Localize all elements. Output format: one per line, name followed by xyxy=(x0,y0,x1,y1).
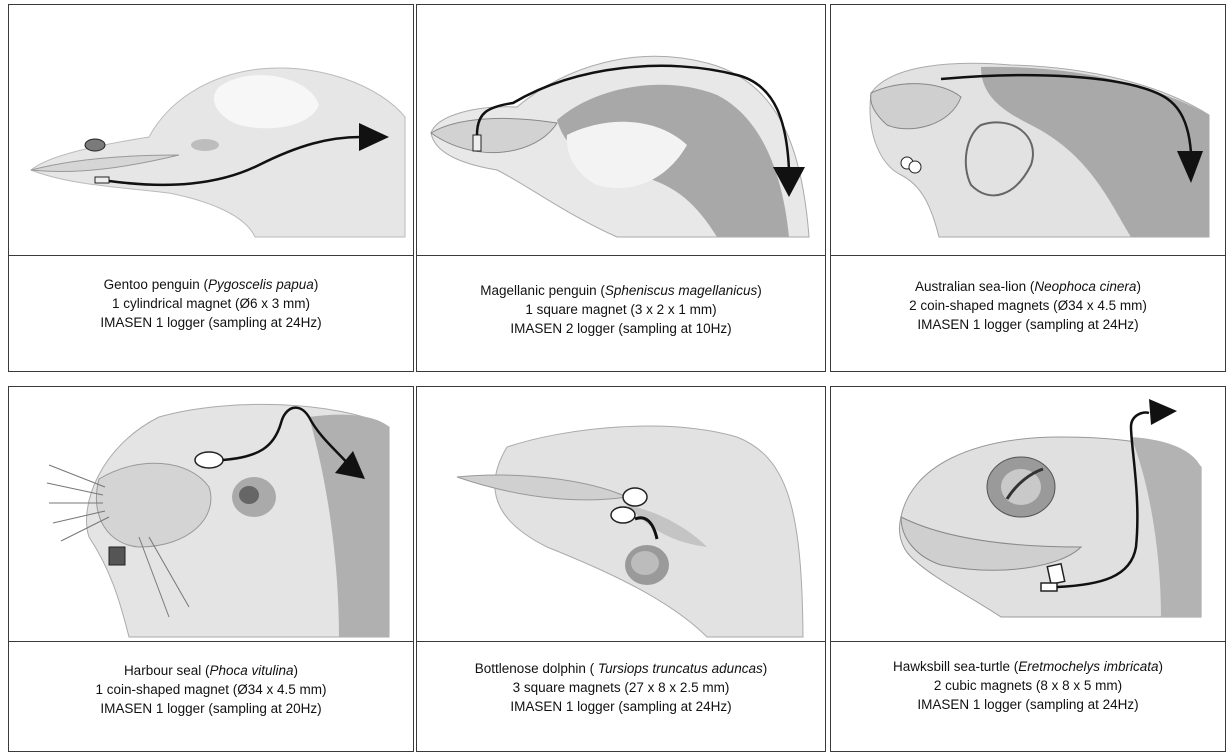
magnet-spec: 1 square magnet (3 x 2 x 1 mm) xyxy=(417,300,825,319)
magnet-spec: 1 coin-shaped magnet (Ø34 x 4.5 mm) xyxy=(9,680,413,699)
magellanic-penguin-illustration xyxy=(417,5,825,255)
logger-spec: IMASEN 1 logger (sampling at 20Hz) xyxy=(9,699,413,718)
logger-spec: IMASEN 1 logger (sampling at 24Hz) xyxy=(9,313,413,332)
panel-bottlenose-dolphin: Bottlenose dolphin ( Tursiops truncatus … xyxy=(416,386,826,752)
species-line: Hawksbill sea-turtle (Eretmochelys imbri… xyxy=(831,657,1225,676)
caption-australian-sea-lion: Australian sea-lion (Neophoca cinera) 2 … xyxy=(831,277,1225,334)
magnet-spec: 2 coin-shaped magnets (Ø34 x 4.5 mm) xyxy=(831,296,1225,315)
caption-divider xyxy=(9,255,413,256)
panel-harbour-seal: Harbour seal (Phoca vitulina) 1 coin-sha… xyxy=(8,386,414,752)
latin-name: Tursiops truncatus aduncas xyxy=(598,661,763,676)
latin-name: Eretmochelys imbricata xyxy=(1018,659,1158,674)
common-name: Hawksbill sea-turtle ( xyxy=(893,659,1018,674)
magnet-spec: 2 cubic magnets (8 x 8 x 5 mm) xyxy=(831,676,1225,695)
latin-name: Phoca vitulina xyxy=(209,663,293,678)
caption-bottlenose-dolphin: Bottlenose dolphin ( Tursiops truncatus … xyxy=(417,659,825,716)
logger-spec: IMASEN 1 logger (sampling at 24Hz) xyxy=(831,695,1225,714)
caption-divider xyxy=(417,255,825,256)
species-line: Australian sea-lion (Neophoca cinera) xyxy=(831,277,1225,296)
caption-divider xyxy=(9,641,413,642)
close-paren: ) xyxy=(314,277,319,292)
common-name: Bottlenose dolphin ( xyxy=(475,661,598,676)
australian-sea-lion-illustration xyxy=(831,5,1225,255)
close-paren: ) xyxy=(1159,659,1164,674)
latin-name: Spheniscus magellanicus xyxy=(605,283,757,298)
logger-spec: IMASEN 2 logger (sampling at 10Hz) xyxy=(417,319,825,338)
logger-spec: IMASEN 1 logger (sampling at 24Hz) xyxy=(417,697,825,716)
caption-divider xyxy=(417,641,825,642)
close-paren: ) xyxy=(757,283,762,298)
magnet-spec: 3 square magnets (27 x 8 x 2.5 mm) xyxy=(417,678,825,697)
caption-harbour-seal: Harbour seal (Phoca vitulina) 1 coin-sha… xyxy=(9,661,413,718)
common-name: Australian sea-lion ( xyxy=(915,279,1034,294)
magnet-spec: 1 cylindrical magnet (Ø6 x 3 mm) xyxy=(9,294,413,313)
gentoo-penguin-illustration xyxy=(9,5,413,255)
close-paren: ) xyxy=(294,663,299,678)
panel-magellanic-penguin: Magellanic penguin (Spheniscus magellani… xyxy=(416,4,826,372)
caption-divider xyxy=(831,641,1225,642)
close-paren: ) xyxy=(1136,279,1141,294)
species-line: Harbour seal (Phoca vitulina) xyxy=(9,661,413,680)
close-paren: ) xyxy=(763,661,768,676)
species-line: Bottlenose dolphin ( Tursiops truncatus … xyxy=(417,659,825,678)
bottlenose-dolphin-illustration xyxy=(417,387,825,641)
common-name: Gentoo penguin ( xyxy=(104,277,208,292)
harbour-seal-illustration xyxy=(9,387,413,641)
species-line: Gentoo penguin (Pygoscelis papua) xyxy=(9,275,413,294)
caption-hawksbill-sea-turtle: Hawksbill sea-turtle (Eretmochelys imbri… xyxy=(831,657,1225,714)
panel-hawksbill-sea-turtle: Hawksbill sea-turtle (Eretmochelys imbri… xyxy=(830,386,1226,752)
latin-name: Pygoscelis papua xyxy=(208,277,314,292)
caption-gentoo-penguin: Gentoo penguin (Pygoscelis papua) 1 cyli… xyxy=(9,275,413,332)
caption-magellanic-penguin: Magellanic penguin (Spheniscus magellani… xyxy=(417,281,825,338)
caption-divider xyxy=(831,255,1225,256)
logger-spec: IMASEN 1 logger (sampling at 24Hz) xyxy=(831,315,1225,334)
common-name: Harbour seal ( xyxy=(124,663,210,678)
common-name: Magellanic penguin ( xyxy=(480,283,605,298)
hawksbill-sea-turtle-illustration xyxy=(831,387,1225,641)
species-line: Magellanic penguin (Spheniscus magellani… xyxy=(417,281,825,300)
panel-australian-sea-lion: Australian sea-lion (Neophoca cinera) 2 … xyxy=(830,4,1226,372)
latin-name: Neophoca cinera xyxy=(1034,279,1136,294)
panel-gentoo-penguin: Gentoo penguin (Pygoscelis papua) 1 cyli… xyxy=(8,4,414,372)
